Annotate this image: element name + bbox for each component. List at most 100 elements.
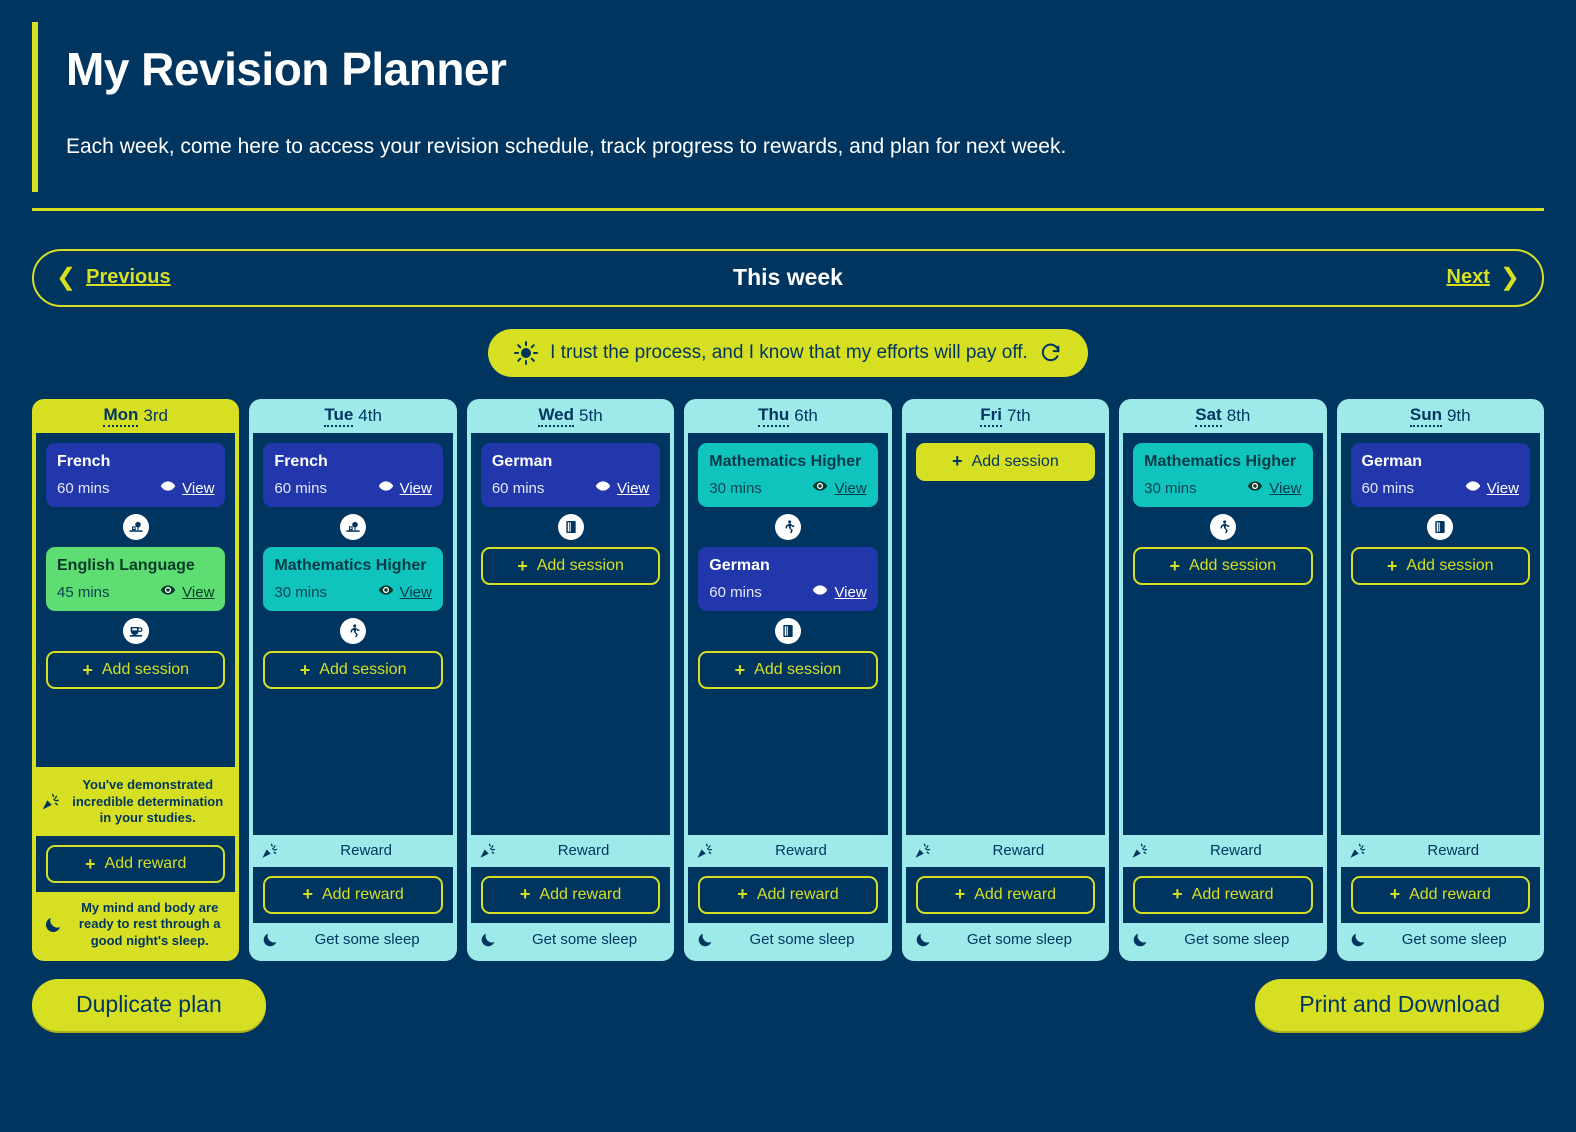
day-of-week: Fri [980, 405, 1002, 427]
view-label: View [1486, 479, 1519, 497]
add-reward-button[interactable]: +Add reward [263, 875, 443, 914]
plus-icon: + [519, 884, 531, 905]
moon-icon [42, 915, 64, 935]
add-reward-button[interactable]: +Add reward [46, 845, 226, 884]
sleep-message: Get some sleep [906, 923, 1105, 957]
session-view-link[interactable]: View [1247, 478, 1302, 498]
footer-actions: Duplicate plan Print and Download [32, 978, 1544, 1031]
add-reward-container: +Add reward [905, 866, 1106, 923]
session-view-link[interactable]: View [812, 478, 867, 498]
plus-icon: + [1169, 555, 1180, 576]
add-reward-button[interactable]: +Add reward [1350, 875, 1530, 914]
break-indicator [1133, 514, 1312, 541]
add-reward-container: +Add reward [36, 836, 236, 893]
add-reward-label: Add reward [974, 885, 1057, 903]
add-reward-button[interactable]: +Add reward [698, 875, 878, 914]
previous-week-link[interactable]: ❮ Previous [56, 263, 171, 291]
session-subject: French [274, 452, 328, 470]
day-of-week: Sat [1195, 405, 1222, 427]
session-view-link[interactable]: View [595, 478, 649, 498]
view-label: View [834, 479, 867, 497]
plus-icon: + [1386, 555, 1398, 576]
add-reward-button[interactable]: +Add reward [480, 875, 661, 914]
add-reward-container: +Add reward [253, 866, 453, 923]
view-label: View [399, 479, 432, 497]
add-reward-label: Add reward [321, 885, 404, 903]
duplicate-plan-button[interactable]: Duplicate plan [32, 978, 266, 1031]
next-week-link[interactable]: Next ❯ [1446, 265, 1520, 290]
session-view-link[interactable]: View [812, 582, 867, 602]
sleep-message: Get some sleep [1341, 923, 1540, 957]
add-session-button[interactable]: +Add session [263, 651, 443, 690]
praise-message: You've demonstrated incredible determina… [36, 767, 236, 837]
session-view-link[interactable]: View [1465, 478, 1519, 498]
praise-text: You've demonstrated incredible determina… [72, 777, 224, 825]
add-session-button[interactable]: +Add session [480, 547, 661, 586]
session-view-link[interactable]: View [378, 478, 432, 498]
day-number: 6th [794, 405, 818, 425]
session-subject: Mathematics Higher [1144, 452, 1297, 470]
affirmation-text: I trust the process, and I know that my … [550, 341, 1028, 363]
party-popper-icon [40, 792, 62, 812]
break-indicator [46, 514, 225, 541]
plus-icon: + [1389, 884, 1401, 905]
day-number: 9th [1446, 405, 1471, 425]
sleep-text: My mind and body are ready to rest throu… [78, 900, 221, 948]
moon-icon [694, 931, 716, 949]
session-view-link[interactable]: View [160, 478, 214, 498]
page-subtitle: Each week, come here to access your revi… [66, 134, 1067, 158]
add-session-label: Add session [1188, 557, 1277, 575]
sleep-text: Get some sleep [314, 931, 420, 949]
header-divider [32, 207, 1544, 211]
moon-icon [477, 931, 499, 949]
add-session-button[interactable]: +Add session [698, 651, 878, 690]
add-session-button[interactable]: + Add session [1133, 547, 1313, 586]
eye-icon [595, 478, 611, 498]
next-week-label: Next [1446, 266, 1490, 289]
eye-icon [1247, 478, 1263, 498]
book-icon [774, 618, 801, 645]
print-download-button[interactable]: Print and Download [1255, 978, 1544, 1031]
add-reward-button[interactable]: +Add reward [1133, 875, 1313, 914]
eye-icon [160, 478, 176, 498]
day-number: 3rd [143, 405, 168, 425]
session-view-link[interactable]: View [160, 582, 214, 602]
plus-icon: + [1172, 884, 1183, 905]
affirmation-pill: I trust the process, and I know that my … [488, 328, 1088, 377]
refresh-icon[interactable] [1040, 342, 1062, 364]
running-icon [1209, 514, 1236, 541]
add-reward-button[interactable]: +Add reward [915, 875, 1096, 914]
eye-icon [812, 582, 828, 602]
add-session-button[interactable]: +Add session [915, 442, 1096, 481]
plus-icon: + [82, 659, 93, 680]
session-duration: 30 mins [1144, 479, 1197, 497]
session-duration: 60 mins [709, 583, 762, 601]
add-session-label: Add session [971, 452, 1059, 470]
session-view-link[interactable]: View [378, 582, 432, 602]
session-subject: Mathematics Higher [709, 452, 862, 470]
sleep-text: Get some sleep [1184, 931, 1290, 949]
reward-label: Reward [1209, 842, 1262, 860]
session-card[interactable]: Mathematics Higher 30 mins View [1133, 442, 1313, 508]
chevron-left-icon: ❮ [56, 263, 77, 291]
view-label: View [182, 583, 215, 601]
reward-header: Reward [253, 835, 452, 867]
session-subject: Mathematics Higher [274, 557, 427, 575]
add-session-button[interactable]: +Add session [46, 651, 226, 690]
add-reward-container: +Add reward [1123, 866, 1323, 923]
add-session-button[interactable]: +Add session [1350, 547, 1530, 586]
page-header: My Revision Planner Each week, come here… [32, 0, 1544, 192]
